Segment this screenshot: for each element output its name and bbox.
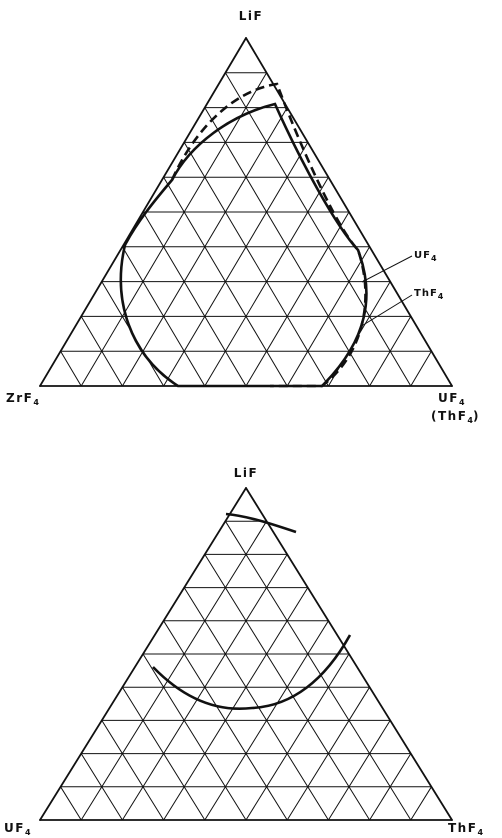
- top-thf4-leader-line: [359, 294, 413, 328]
- grid-line-right-parallel: [224, 72, 412, 387]
- top-apex-label: LiF: [239, 9, 263, 23]
- bottom-upper-boundary-curve: [225, 512, 297, 534]
- grid-line-right-parallel: [101, 719, 165, 821]
- bottom-triangle-grid: [39, 487, 453, 821]
- grid-line-right-parallel: [183, 141, 329, 387]
- grid-line-left-parallel: [80, 520, 268, 821]
- top-uf4-leader-line: [361, 255, 413, 283]
- bottom-left-vertex-label: UF4: [4, 821, 31, 837]
- bottom-apex-label: LiF: [234, 466, 258, 480]
- grid-line-left-parallel: [163, 587, 309, 821]
- top-boundary-curves: [119, 82, 413, 388]
- bottom-ternary-diagram: LiF UF4 ThF4: [4, 466, 483, 837]
- grid-line-right-parallel: [183, 587, 329, 821]
- top-right-vertex-label: UF4: [438, 391, 465, 407]
- bottom-right-vertex-label: ThF4: [448, 821, 483, 837]
- top-triangle-grid: [39, 37, 453, 387]
- grid-line-right-parallel: [142, 211, 247, 387]
- top-right-vertex-alt-label: (ThF4): [431, 409, 480, 425]
- top-uf4-curve-label: UF4: [414, 250, 437, 263]
- grid-line-left-parallel: [245, 653, 350, 821]
- grid-line-left-parallel: [80, 72, 268, 387]
- grid-line-right-parallel: [142, 653, 247, 821]
- top-thf4-curve-label: ThF4: [414, 288, 444, 301]
- grid-line-left-parallel: [410, 786, 432, 821]
- grid-line-left-parallel: [163, 141, 309, 387]
- grid-line-right-parallel: [60, 786, 82, 821]
- grid-line-left-parallel: [327, 719, 391, 821]
- top-thf4-boundary-curve: [170, 82, 367, 388]
- grid-line-right-parallel: [60, 350, 82, 387]
- top-ternary-diagram: LiF ZrF4 UF4 (ThF4) UF4 ThF4: [6, 9, 480, 425]
- grid-line-right-parallel: [224, 520, 412, 821]
- bottom-boundary-curves: [152, 512, 352, 710]
- grid-line-left-parallel: [410, 350, 432, 387]
- top-uf4-boundary-curve: [119, 102, 368, 388]
- grid-line-left-parallel: [245, 211, 350, 387]
- top-left-vertex-label: ZrF4: [6, 391, 39, 407]
- bottom-lower-boundary-curve: [152, 634, 352, 710]
